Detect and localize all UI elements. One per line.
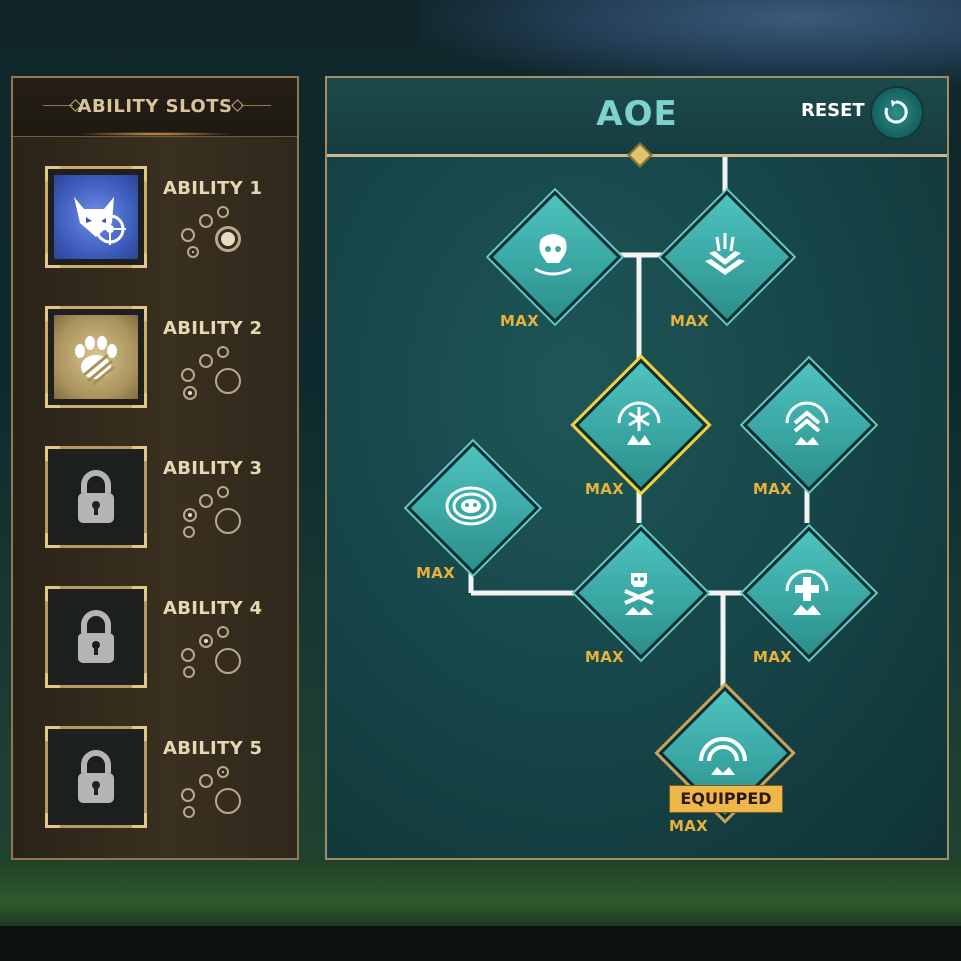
skill-node-spike-burst[interactable] (660, 190, 794, 324)
ability-slot-3-frame[interactable] (45, 446, 147, 548)
skill-node-shockwave-status: MAX (669, 817, 709, 835)
ability-slot-5-frame[interactable] (45, 726, 147, 828)
ability-slot-2[interactable]: ABILITY 2 (13, 306, 301, 416)
paw-slash-icon (54, 315, 138, 399)
skill-node-frost-blast[interactable] (574, 358, 708, 492)
ability-slot-1[interactable]: ABILITY 1 (13, 166, 301, 276)
skull-ripple-icon (445, 486, 497, 526)
ability-slot-2-frame[interactable] (45, 306, 147, 408)
reset-label[interactable]: RESET (801, 100, 865, 121)
ability-slot-2-pips (177, 346, 247, 406)
ability-slot-1-frame[interactable] (45, 166, 147, 268)
skill-tree-panel: AOE RESET MAX MAX (325, 76, 949, 860)
ability-slot-1-pips (177, 206, 247, 266)
background-grass (0, 860, 961, 930)
header-glow (73, 132, 237, 136)
skill-node-frost-blast-status: MAX (585, 480, 625, 498)
plus-icon (785, 569, 829, 615)
ability-slots-panel: ABILITY SLOTS ABILITY 1 (11, 76, 299, 860)
skill-tree-header: AOE RESET (327, 78, 947, 156)
skill-tree-connectors (468, 156, 810, 696)
ability-slot-2-label: ABILITY 2 (163, 318, 263, 339)
skill-node-heal-blast-status: MAX (753, 648, 793, 666)
bottom-bar (0, 926, 961, 961)
ability-slot-3-label: ABILITY 3 (163, 458, 263, 479)
chevron-up-icon (785, 401, 829, 445)
ability-slot-5-label: ABILITY 5 (163, 738, 263, 759)
lock-icon (54, 455, 138, 539)
ability-slot-1-label: ABILITY 1 (163, 178, 263, 199)
skill-node-chevron-blast[interactable] (742, 358, 876, 492)
shockwave-icon (699, 737, 747, 775)
skill-node-skull-wave[interactable] (488, 190, 622, 324)
ability-slot-4-label: ABILITY 4 (163, 598, 263, 619)
skill-node-shockwave[interactable] (658, 686, 792, 820)
ability-slot-3[interactable]: ABILITY 3 (13, 446, 301, 556)
crosshair-cat-icon (54, 175, 138, 259)
skull-wave-icon (534, 234, 572, 276)
lock-icon (54, 595, 138, 679)
ability-slots-header: ABILITY SLOTS (13, 78, 297, 137)
skill-node-poison-blast-status: MAX (585, 648, 625, 666)
snowflake-icon (617, 401, 661, 445)
ability-slot-4-pips (177, 626, 247, 686)
title-ornament-left (43, 105, 73, 106)
ability-slot-3-pips (177, 486, 247, 546)
skill-node-poison-blast[interactable] (574, 526, 708, 660)
ability-slot-4-frame[interactable] (45, 586, 147, 688)
ability-slots-title: ABILITY SLOTS (77, 96, 233, 117)
ability-slot-5-pips (177, 766, 247, 826)
crossbones-icon (624, 573, 654, 615)
skill-node-chevron-blast-status: MAX (753, 480, 793, 498)
title-ornament-right (241, 105, 271, 106)
ability-slot-5[interactable]: ABILITY 5 (13, 726, 301, 836)
skill-node-skull-wave-status: MAX (500, 312, 540, 330)
ability-slot-4[interactable]: ABILITY 4 (13, 586, 301, 696)
reset-button[interactable] (870, 86, 924, 140)
skill-node-spike-burst-status: MAX (670, 312, 710, 330)
reset-icon (884, 100, 908, 124)
skill-node-skull-ripple-status: MAX (416, 564, 456, 582)
lock-icon (54, 735, 138, 819)
equipped-badge: EQUIPPED (669, 785, 783, 813)
skill-tree-title: AOE (596, 94, 678, 134)
skill-node-heal-blast[interactable] (742, 526, 876, 660)
skill-node-skull-ripple[interactable] (406, 441, 540, 575)
background-sky (420, 0, 961, 90)
spike-burst-icon (705, 233, 745, 275)
